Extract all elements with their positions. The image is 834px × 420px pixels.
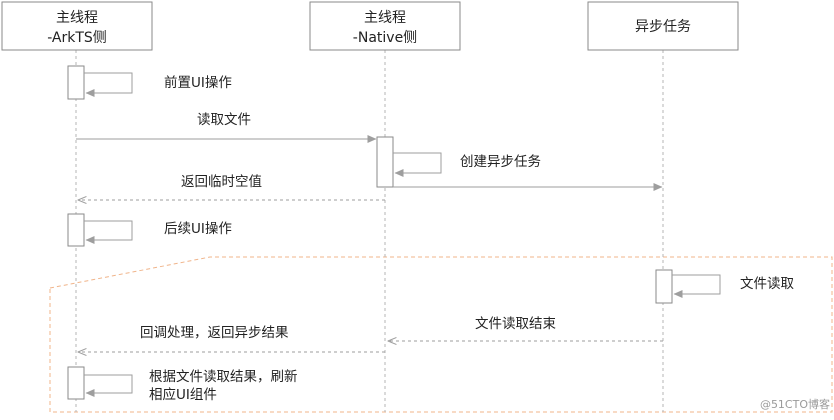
participant-native-line2: -Native侧 bbox=[353, 30, 417, 46]
label-post-ui: 后续UI操作 bbox=[164, 221, 232, 237]
label-return-temp: 返回临时空值 bbox=[181, 174, 262, 190]
label-read-file: 读取文件 bbox=[197, 112, 251, 128]
label-create-async: 创建异步任务 bbox=[460, 154, 541, 170]
label-callback-return: 回调处理，返回异步结果 bbox=[140, 325, 289, 341]
participant-arkts-line2: -ArkTS侧 bbox=[47, 30, 107, 46]
activation-async-1 bbox=[655, 269, 673, 304]
participant-arkts-line1: 主线程 bbox=[56, 10, 98, 26]
label-refresh-line1: 根据文件读取结果，刷新 bbox=[149, 369, 298, 385]
participant-native-line1: 主线程 bbox=[364, 10, 406, 26]
activation-arkts-3 bbox=[67, 366, 85, 400]
self-call-pre-ui bbox=[84, 72, 133, 97]
self-call-file-reading bbox=[672, 274, 721, 298]
self-call-post-ui bbox=[84, 220, 133, 244]
activation-arkts-1 bbox=[67, 65, 85, 100]
label-pre-ui: 前置UI操作 bbox=[164, 74, 232, 91]
participant-box-arkts bbox=[1, 1, 153, 51]
async-region-frame bbox=[49, 256, 833, 413]
activation-arkts-2 bbox=[67, 213, 85, 247]
label-refresh-line2: 相应UI组件 bbox=[149, 386, 217, 403]
self-call-create-async bbox=[393, 152, 442, 177]
label-file-reading: 文件读取 bbox=[740, 276, 794, 292]
self-call-refresh-ui bbox=[84, 374, 133, 397]
watermark: @51CTO博客 bbox=[760, 397, 830, 411]
participant-box-async bbox=[587, 1, 739, 51]
participant-box-native bbox=[309, 1, 461, 51]
participant-async-line1: 异步任务 bbox=[635, 19, 691, 35]
label-read-done: 文件读取结束 bbox=[475, 316, 556, 332]
activation-native-1 bbox=[376, 136, 394, 188]
